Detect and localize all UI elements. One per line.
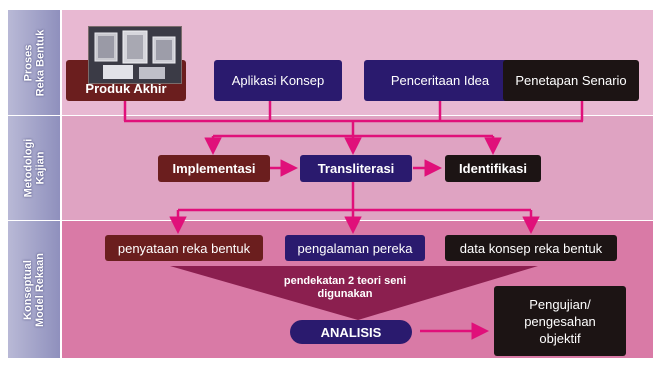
- box-penetapan-senario: Penetapan Senario: [503, 60, 639, 101]
- funnel-shape: [170, 266, 538, 320]
- funnel-label: pendekatan 2 teori seni digunakan: [283, 275, 407, 300]
- box-aplikasi-konsep: Aplikasi Konsep: [214, 60, 342, 101]
- box-data-konsep: data konsep reka bentuk: [445, 235, 617, 261]
- analisis-pill: ANALISIS: [290, 320, 412, 344]
- box-identifikasi: Identifikasi: [445, 155, 541, 182]
- box-label: Penceritaan Idea: [390, 73, 490, 88]
- box-pengujian: Pengujian/ pengesahan objektif: [494, 286, 626, 356]
- section-label-proses: Proses Reka Bentuk: [8, 10, 60, 115]
- box-label: Penetapan Senario: [515, 73, 627, 88]
- section-label-metodologi: Metodologi Kajian: [8, 116, 60, 220]
- box-label: Transliterasi: [317, 161, 395, 176]
- product-photo-overlay: [88, 26, 182, 84]
- box-label: Aplikasi Konsep: [231, 73, 325, 88]
- box-label: Pengujian/ pengesahan objektif: [524, 296, 596, 346]
- analisis-label: ANALISIS: [320, 324, 382, 340]
- box-label: pengalaman pereka: [297, 240, 413, 256]
- box-label: penyataan reka bentuk: [117, 240, 251, 256]
- product-image: [89, 27, 181, 83]
- box-transliterasi: Transliterasi: [300, 155, 412, 182]
- box-penceritaan-idea: Penceritaan Idea: [364, 60, 516, 101]
- section-label-konseptual: Konseptual Model Rekaan: [8, 221, 60, 358]
- box-pengalaman-pereka: pengalaman pereka: [285, 235, 425, 261]
- box-label: Implementasi: [172, 161, 256, 176]
- box-label: Identifikasi: [459, 161, 527, 176]
- box-penyataan-reka-bentuk: penyataan reka bentuk: [105, 235, 263, 261]
- box-implementasi: Implementasi: [158, 155, 270, 182]
- box-label: Produk Akhir: [85, 81, 167, 96]
- box-label: data konsep reka bentuk: [459, 240, 603, 256]
